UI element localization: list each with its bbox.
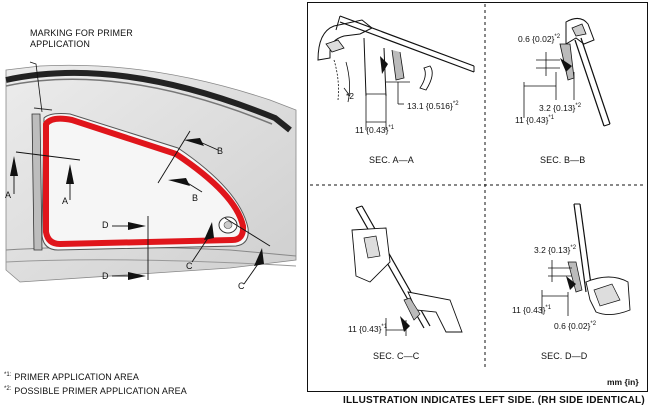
section-letter-a-right: A (62, 196, 69, 206)
cc-dim-11-value: 11 {0.43} (348, 324, 382, 334)
dd-dim-11: 11 {0.43}*1 (512, 305, 551, 315)
section-cc-drawing (351, 205, 463, 336)
window-opening (41, 113, 249, 251)
primer-marking-strip (31, 113, 43, 251)
section-letter-b-bottom: B (192, 193, 199, 203)
section-cc-title: SEC. C—C (373, 351, 420, 361)
section-letter-a-left: A (5, 190, 12, 200)
primer-marking-callout: MARKING FOR PRIMER APPLICATION (30, 28, 133, 50)
bb-dim-11-sup: *1 (548, 115, 555, 122)
aa-dim-13: 13.1 {0.516}*2 (407, 101, 459, 111)
dd-dim-06-value: 0.6 {0.02} (554, 321, 591, 331)
section-aa-title: SEC. A—A (369, 155, 414, 165)
units-label: mm {in} (607, 377, 639, 387)
dd-dim-06-sup: *2 (590, 321, 597, 328)
footnote-1-mark: *1: (4, 372, 12, 378)
primer-application-area (43, 115, 247, 247)
primer-marking-callout-line2: APPLICATION (30, 39, 90, 49)
section-dd-drawing (541, 203, 631, 316)
section-letter-b-top: B (217, 146, 224, 156)
dd-dim-06: 0.6 {0.02}*2 (554, 321, 596, 331)
section-bb-title: SEC. B—B (540, 155, 586, 165)
footnote-2-mark: *2: (4, 386, 12, 392)
bb-dim-06-value: 0.6 {0.02} (518, 34, 555, 44)
bb-dim-06-sup: *2 (554, 34, 561, 41)
bb-dim-32-sup: *2 (575, 103, 582, 110)
aa-star2-label: *2 (346, 91, 355, 101)
section-letter-c-right: C (238, 281, 245, 291)
section-aa-drawing (317, 15, 475, 130)
bb-dim-32: 3.2 {0.13}*2 (539, 103, 581, 113)
footnote-1: *1: PRIMER APPLICATION AREA (4, 372, 139, 382)
footnote-2: *2: POSSIBLE PRIMER APPLICATION AREA (4, 386, 187, 396)
dd-dim-32: 3.2 {0.13}*2 (534, 245, 576, 255)
primer-marking-callout-line1: MARKING FOR PRIMER (30, 28, 133, 38)
aa-dim-13-value: 13.1 {0.516} (407, 101, 453, 111)
bottom-caption: ILLUSTRATION INDICATES LEFT SIDE. (RH SI… (343, 395, 645, 406)
bb-dim-11: 11 {0.43}*1 (515, 115, 554, 125)
dd-dim-11-value: 11 {0.43} (512, 305, 546, 315)
dd-dim-11-sup: *1 (545, 305, 552, 312)
section-letter-d-bottom: D (102, 271, 109, 281)
footnote-1-text: PRIMER APPLICATION AREA (14, 372, 139, 382)
section-letter-d-top: D (102, 220, 109, 230)
window-illustration (5, 61, 297, 285)
dd-dim-32-sup: *2 (570, 245, 577, 252)
section-letter-c-left: C (186, 261, 193, 271)
aa-dim-13-sup: *2 (452, 101, 459, 108)
bb-dim-06: 0.6 {0.02}*2 (518, 34, 560, 44)
aa-dim-11-sup: *1 (388, 125, 395, 132)
footnote-2-text: POSSIBLE PRIMER APPLICATION AREA (14, 386, 187, 396)
bb-dim-11-value: 11 {0.43} (515, 115, 549, 125)
aa-dim-11-value: 11 {0.43} (355, 125, 389, 135)
dd-dim-32-value: 3.2 {0.13} (534, 245, 571, 255)
aa-dim-11: 11 {0.43}*1 (355, 125, 394, 135)
cc-dim-11-sup: *1 (381, 324, 388, 331)
cc-dim-11: 11 {0.43}*1 (348, 324, 387, 334)
section-dd-title: SEC. D—D (541, 351, 588, 361)
bb-dim-32-value: 3.2 {0.13} (539, 103, 576, 113)
